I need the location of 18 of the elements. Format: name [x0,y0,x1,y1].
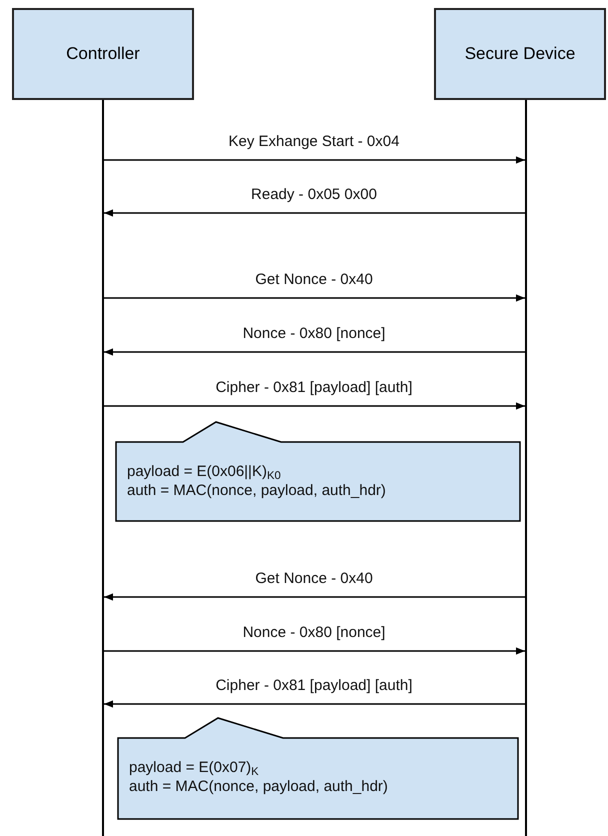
message-arrow [104,156,525,164]
message-arrow [104,647,525,655]
participant-name: Secure Device [464,43,576,66]
note-text: payload = E(0x06||K)$_{K0}$ [127,462,282,481]
message-arrow [104,209,525,217]
message-arrow [104,294,525,302]
participant-box [434,8,606,100]
lifeline [102,100,104,836]
message-arrow [104,700,525,708]
note-text: payload = E(0x07)$_{K}$ [129,758,260,777]
participant-box [12,8,194,100]
note-text: auth = MAC(nonce, payload, auth_hdr) [127,481,386,500]
lifeline [525,100,527,836]
note-text: auth = MAC(nonce, payload, auth_hdr) [129,777,388,796]
participant-name: Controller [66,43,140,66]
message-arrow [104,348,525,356]
message-arrow [104,593,525,601]
message-arrow [104,402,525,410]
